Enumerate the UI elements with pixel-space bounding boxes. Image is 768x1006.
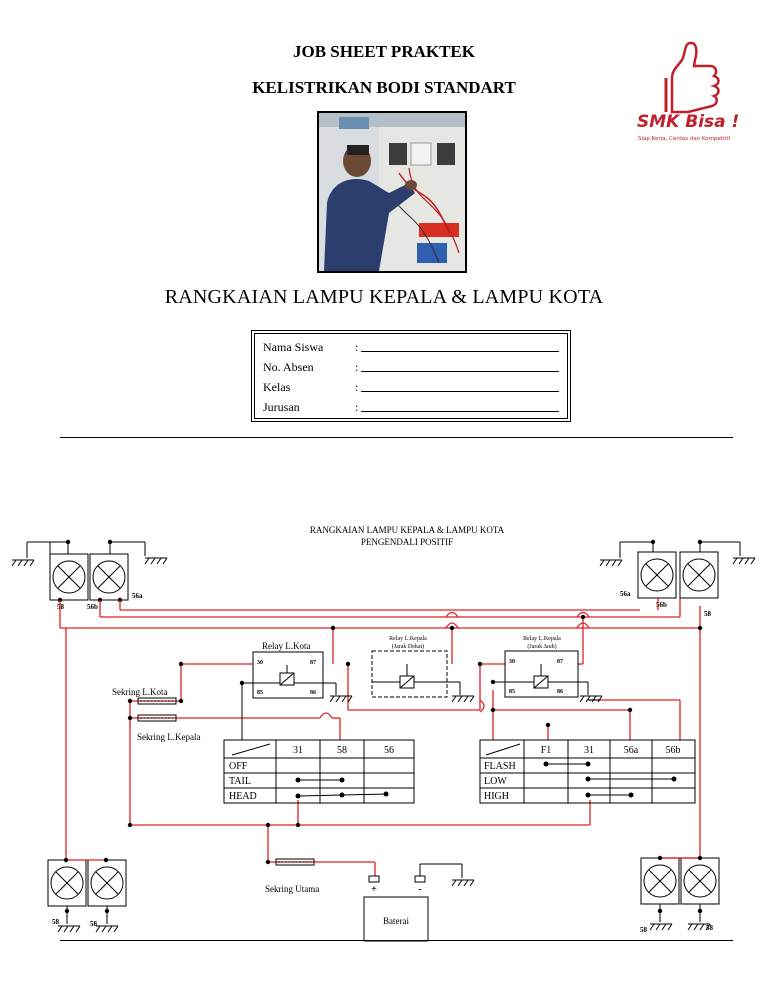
battery: Baterai + -: [363, 863, 475, 942]
thumbs-up-icon: [664, 41, 720, 114]
form-colon: :: [355, 340, 359, 354]
rear-left-lamps: 58 58: [47, 857, 127, 933]
dimmer-switch-table: F1 31 56a 56b FLASH LOW HIGH: [479, 739, 696, 804]
wiring-diagram: RANGKAIAN LAMPU KEPALA & LAMPU KOTA PENG…: [11, 525, 756, 942]
pin-86-jauh: 86: [557, 689, 563, 695]
front-right-headlamps: 56a 56b 58: [599, 539, 756, 618]
wiring-red: [59, 598, 701, 876]
dimmer-header-56b: 56b: [666, 745, 681, 756]
dimmer-header-56a: 56a: [624, 745, 639, 756]
form-label: No. Absen: [263, 360, 314, 374]
fuse-kota: Sekring L.Kota: [112, 687, 177, 705]
relay-kepala-dekat: Relay L.Kepala (Jarak Dekat): [371, 636, 475, 703]
lamp-label-56b-right: 56b: [656, 601, 667, 609]
pin-87-jauh: 87: [557, 659, 563, 665]
kelas-field[interactable]: [361, 391, 559, 392]
switch-row-off: OFF: [229, 761, 248, 772]
relay-kota: Relay L.Kota 30 87 85 86: [239, 641, 353, 740]
pin-30: 30: [257, 660, 263, 666]
sekring-utama-label: Sekring Utama: [265, 884, 319, 894]
form-label: Kelas: [263, 380, 291, 394]
divider-top: [60, 437, 733, 438]
logo-brand: SMK Bisa !: [637, 112, 740, 132]
rear-left-label-58b: 58: [90, 920, 98, 928]
form-colon: :: [355, 400, 359, 414]
form-label: Nama Siswa: [263, 340, 324, 354]
practice-photo-image: [319, 113, 465, 271]
dimmer-header-31: 31: [584, 745, 594, 756]
relay-jauh-label-1: Relay L.Kepala: [523, 636, 561, 642]
dimmer-header-f1: F1: [541, 745, 552, 756]
junction-dots: [127, 614, 703, 865]
dimmer-row-low: LOW: [484, 776, 507, 787]
pin-85: 85: [257, 690, 263, 696]
practice-photo: [317, 111, 467, 273]
jurusan-field[interactable]: [361, 411, 559, 412]
fuse-utama: Sekring Utama: [265, 858, 319, 894]
switch-header-31: 31: [293, 745, 303, 756]
pin-85-jauh: 85: [509, 689, 515, 695]
sheet-subtitle: KELISTRIKAN BODI STANDART: [252, 78, 516, 97]
relay-jauh-label-2: (Jarak Jauh): [527, 643, 556, 650]
lamp-label-56a: 56a: [132, 592, 143, 600]
sheet-title: JOB SHEET PRAKTEK: [292, 42, 475, 61]
switch-row-tail: TAIL: [229, 776, 251, 787]
battery-label: Baterai: [383, 916, 409, 926]
front-left-headlamps: 58 56b 56a: [11, 539, 168, 611]
sekring-kota-label: Sekring L.Kota: [112, 687, 168, 697]
divider-bottom: [60, 940, 733, 941]
dimmer-row-flash: FLASH: [484, 761, 516, 772]
relay-dekat-label-1: Relay L.Kepala: [389, 636, 427, 642]
sekring-kepala-label: Sekring L.Kepala: [137, 732, 200, 742]
lamp-label-58-right: 58: [704, 610, 712, 618]
switch-row-head: HEAD: [229, 791, 257, 802]
pin-87: 87: [310, 660, 316, 666]
nama-siswa-field[interactable]: [361, 351, 559, 352]
relay-dekat-label-2: (Jarak Dekat): [392, 643, 424, 650]
lamp-label-58: 58: [57, 603, 65, 611]
relay-kota-label: Relay L.Kota: [262, 641, 311, 651]
switch-header-56: 56: [384, 745, 394, 756]
main-title: RANGKAIAN LAMPU KEPALA & LAMPU KOTA: [164, 286, 604, 308]
lamp-label-56a-right: 56a: [620, 590, 631, 598]
lamp-label-56b: 56b: [87, 603, 98, 611]
rear-right-label-58b: 58: [706, 924, 714, 932]
relay-kepala-jauh: Relay L.Kepala (Jarak Jauh) 30 87 85 86: [490, 636, 603, 703]
smk-logo: SMK Bisa ! Siap Kerja, Cerdas dan Kompet…: [632, 40, 747, 160]
pin-30-jauh: 30: [509, 659, 515, 665]
diagram-subtitle: PENGENDALI POSITIF: [361, 537, 453, 547]
rear-right-label-58a: 58: [640, 926, 648, 934]
light-switch-table: 31 58 56 OFF TAIL HEAD: [223, 739, 415, 804]
battery-plus: +: [371, 884, 377, 895]
diagram-title: RANGKAIAN LAMPU KEPALA & LAMPU KOTA: [310, 525, 505, 535]
logo-tagline: Siap Kerja, Cerdas dan Kompetitif: [638, 136, 731, 142]
fuse-kepala: Sekring L.Kepala: [137, 714, 200, 742]
student-form: Nama Siswa : No. Absen : Kelas : Jurusan…: [251, 330, 571, 422]
no-absen-field[interactable]: [361, 371, 559, 372]
form-label: Jurusan: [263, 400, 300, 414]
switch-header-58: 58: [337, 745, 347, 756]
rear-right-lamps: 58 58: [640, 855, 720, 934]
form-colon: :: [355, 380, 359, 394]
dimmer-row-high: HIGH: [484, 791, 509, 802]
rear-left-label-58a: 58: [52, 918, 60, 926]
pin-86: 86: [310, 690, 316, 696]
form-colon: :: [355, 360, 359, 374]
battery-minus: -: [418, 884, 421, 895]
